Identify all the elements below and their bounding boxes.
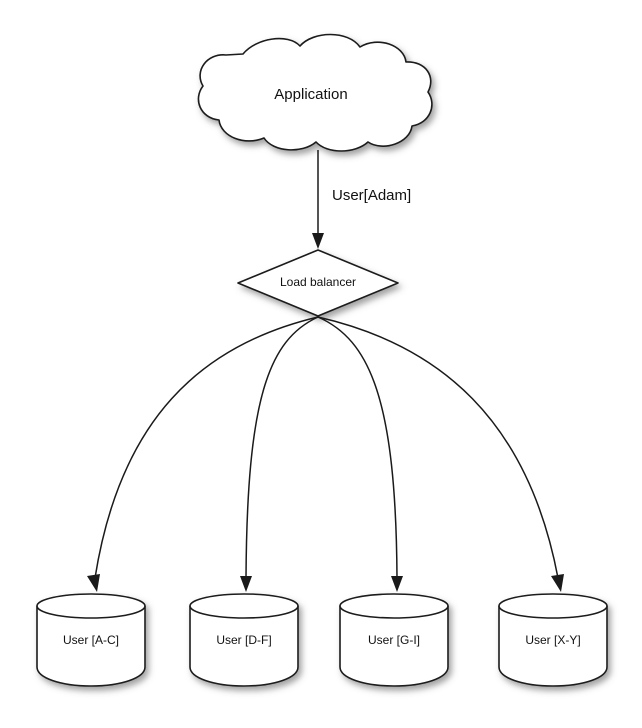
db4-cylinder-body [498,605,608,687]
cloud-shape [197,33,433,152]
db3-label: User [G-I] [368,633,420,647]
edge-app-to-lb-label: User[Adam] [332,187,411,204]
db2-cylinder-body [189,605,299,687]
node-db2[interactable]: User [D-F] [189,593,299,687]
db1-cylinder-body [36,605,146,687]
edge-lb-to-db4-line [317,316,559,579]
node-application[interactable]: Application [197,33,433,152]
db1-label: User [A-C] [63,633,119,647]
db3-cylinder-top [339,593,449,619]
edge-app-to-lb-arrowhead [312,233,324,249]
edge-lb-to-db2-line [245,316,319,579]
application-label: Application [274,86,347,103]
edge-lb-to-db2 [240,316,319,592]
db1-cylinder-top [36,593,146,619]
db4-cylinder-top [498,593,608,619]
db4-label: User [X-Y] [525,633,580,647]
db3-cylinder-body [339,605,449,687]
edge-lb-to-db3 [317,316,403,592]
node-load-balancer[interactable]: Load balancer [237,249,399,317]
load-balancer-label: Load balancer [280,275,356,289]
node-db1[interactable]: User [A-C] [36,593,146,687]
edge-app-to-lb: User[Adam] [312,150,411,249]
node-db4[interactable]: User [X-Y] [498,593,608,687]
diamond-shape [237,249,399,317]
edge-lb-to-db1-arrowhead [87,574,100,592]
db2-cylinder-top [189,593,299,619]
edge-lb-to-db1-line [94,316,319,579]
edge-lb-to-db3-line [317,316,398,579]
edge-lb-to-db2-arrowhead [240,576,252,592]
edge-lb-to-db4 [317,316,564,592]
node-db3[interactable]: User [G-I] [339,593,449,687]
db2-label: User [D-F] [216,633,271,647]
edge-lb-to-db3-arrowhead [391,576,403,592]
edge-lb-to-db1 [87,316,319,592]
edge-lb-to-db4-arrowhead [551,574,564,592]
